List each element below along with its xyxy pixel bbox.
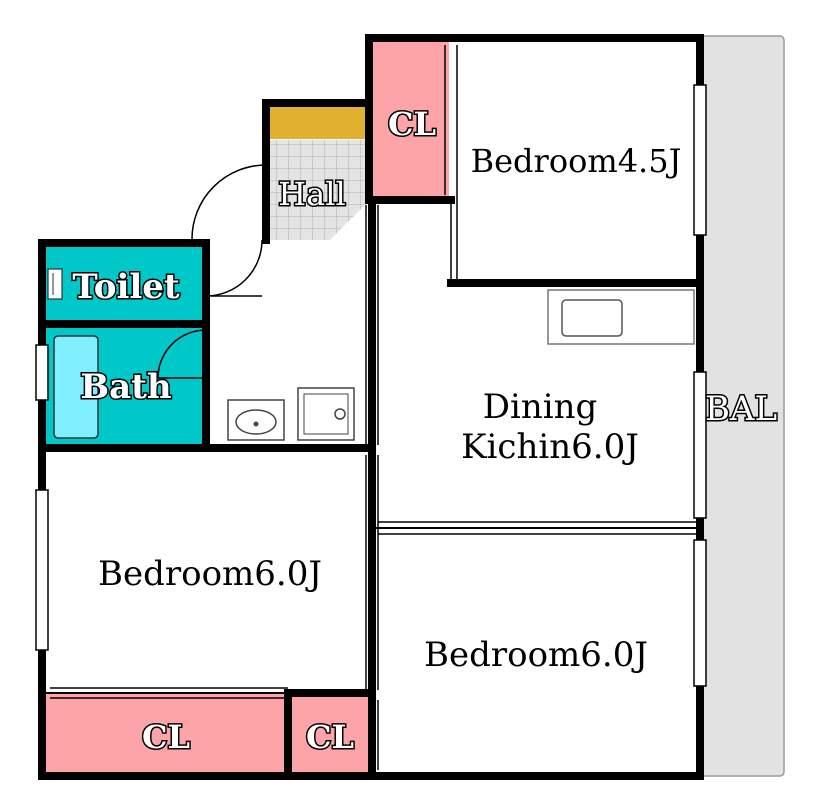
room-label-bedroom-top: Bedroom4.5J — [471, 142, 682, 180]
hall-tiled-floor — [270, 140, 368, 240]
room-label-dining-line1: Dining — [483, 387, 598, 427]
windows — [35, 84, 707, 687]
bathtub — [53, 335, 99, 439]
closet-bottom-mid-fill — [290, 693, 370, 773]
washbasin-drain — [253, 421, 259, 427]
toilet-fixture — [47, 268, 63, 300]
room-label-balcony: BAL — [705, 389, 777, 429]
room-label-bedroom-left: Bedroom6.0J — [98, 554, 322, 594]
closet-top-fill — [372, 38, 449, 198]
room-label-bedroom-right: Bedroom6.0J — [424, 635, 648, 675]
closet-label-top: CL — [388, 105, 436, 143]
room-label-dining-line2: Kichin6.0J — [461, 427, 639, 467]
shoe-rack — [270, 103, 368, 139]
closet-label-bottom-left: CL — [142, 718, 190, 756]
door-swings — [157, 164, 267, 379]
toilet-fill — [44, 243, 206, 322]
room-label-bath: Bath — [80, 367, 171, 407]
room-label-hall: Hall — [278, 175, 345, 213]
room-label-toilet: Toilet — [72, 267, 180, 307]
closet-label-bottom-mid: CL — [306, 718, 354, 756]
sliding-doors — [50, 45, 700, 770]
closet-bottom-left-fill — [44, 693, 288, 773]
kitchen-sink — [561, 299, 623, 337]
washing-machine-drain — [334, 408, 346, 420]
